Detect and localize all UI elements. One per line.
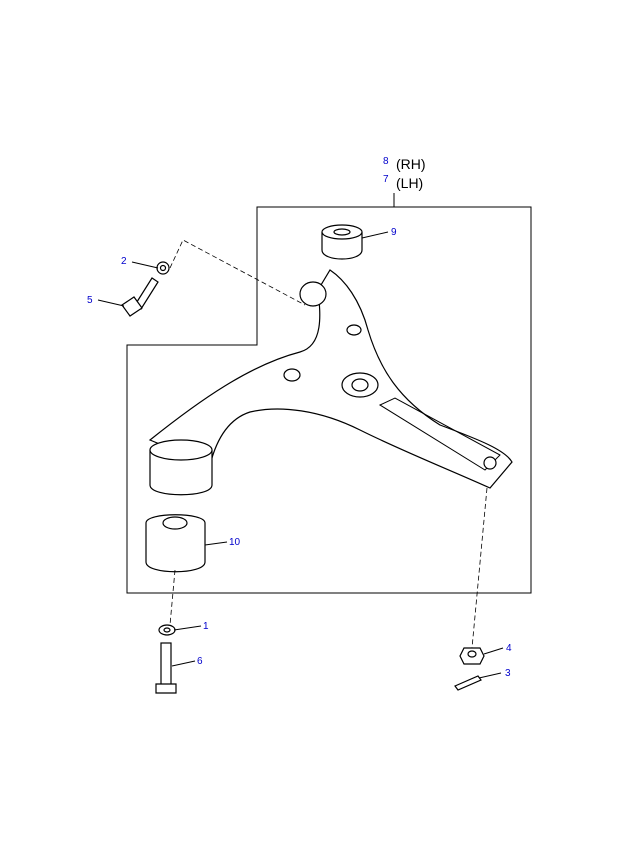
assembly-frame: [126, 206, 532, 594]
lower-control-arm: [148, 269, 513, 496]
cotter-pin-part-3: [454, 675, 482, 691]
bushing-part-10: [145, 514, 206, 573]
callout-10[interactable]: 10: [229, 537, 241, 548]
callout-1[interactable]: 1: [203, 621, 209, 632]
alignment-line: [169, 569, 176, 626]
callout-7-side: (LH): [396, 175, 423, 191]
callout-3[interactable]: 3: [505, 668, 511, 679]
nut-part-4: [459, 647, 485, 665]
callout-9[interactable]: 9: [391, 227, 397, 238]
callout-5[interactable]: 5: [87, 295, 93, 306]
callout-8[interactable]: 8: [383, 156, 389, 167]
callout-8-side: (RH): [396, 156, 426, 172]
alignment-line: [471, 487, 488, 649]
bushing-part-9: [321, 224, 363, 260]
bolt-part-6: [155, 642, 177, 694]
washer-part-2: [156, 261, 170, 275]
leader-lines: [97, 231, 504, 679]
washer-part-1: [158, 624, 176, 636]
alignment-line: [169, 239, 306, 306]
callout-6[interactable]: 6: [197, 656, 203, 667]
callout-2[interactable]: 2: [121, 256, 127, 267]
callout-7[interactable]: 7: [383, 174, 389, 185]
callout-4[interactable]: 4: [506, 643, 512, 654]
bolt-part-5: [121, 277, 159, 317]
